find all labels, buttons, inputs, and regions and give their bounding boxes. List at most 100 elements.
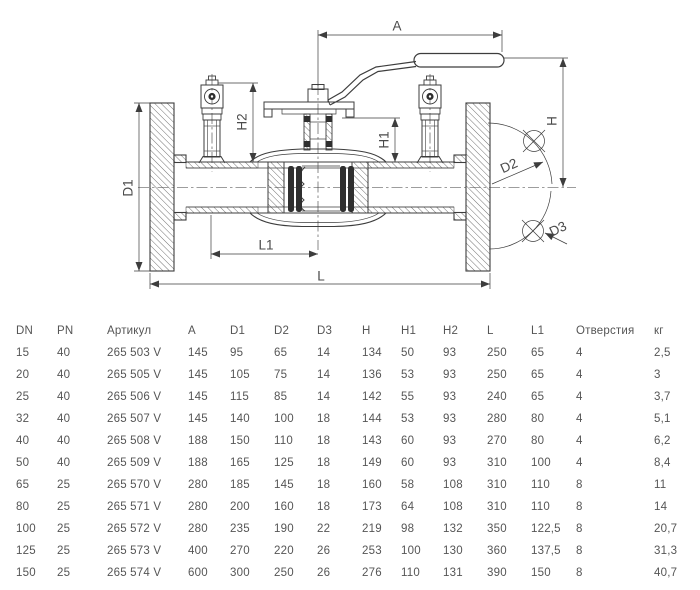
table-cell: 25 [57,567,71,579]
table-cell: 270 [230,545,250,557]
table-cell: 100 [16,523,36,535]
table-cell: 270 [487,435,507,447]
table-cell: 105 [230,369,250,381]
table-cell: 188 [188,457,208,469]
table-cell: 50 [16,457,30,469]
table-cell: 8 [576,567,583,579]
table-cell: 95 [230,347,244,359]
dim-label-a: A [392,18,402,34]
sensor-port-right [416,75,444,164]
valve-technical-drawing: A H H1 H2 D1 D2 D3 L1 L [120,18,576,289]
table-cell: 145 [188,347,208,359]
table-cell: 5,1 [654,413,671,425]
table-cell: 276 [362,567,382,579]
table-cell: 145 [188,369,208,381]
table-cell: 219 [362,523,382,535]
table-cell: 40 [57,347,71,359]
table-cell: 110 [401,567,420,579]
table-cell: 200 [230,501,250,513]
table-cell: 53 [401,369,415,381]
valve-body [249,148,387,228]
table-cell: 4 [576,435,583,447]
table-cell: 265 506 V [107,391,162,403]
column-header: A [188,325,196,337]
right-flange [453,102,491,272]
table-cell: 11 [654,479,667,491]
left-flange [149,102,187,272]
column-header: D3 [317,325,333,337]
table-cell: 93 [443,457,457,469]
table-cell: 240 [487,391,507,403]
table-cell: 108 [443,501,463,513]
table-cell: 14 [317,369,331,381]
table-cell: 265 572 V [107,523,162,535]
table-cell: 50 [401,347,415,359]
table-cell: 265 508 V [107,435,162,447]
table-cell: 165 [230,457,250,469]
table-cell: 145 [188,391,208,403]
table-cell: 80 [531,413,545,425]
table-cell: 65 [274,347,288,359]
table-cell: 25 [57,545,71,557]
table-cell: 300 [230,567,250,579]
table-cell: 2,5 [654,347,671,359]
table-cell: 64 [401,501,415,513]
sensor-port-left [198,75,226,164]
table-cell: 136 [362,369,382,381]
dimension-lines [134,30,568,289]
table-cell: 130 [443,545,463,557]
table-cell: 110 [274,435,293,447]
table-cell: 14 [654,501,668,513]
table-cell: 8 [576,545,583,557]
column-header: H1 [401,325,417,337]
table-cell: 60 [401,457,415,469]
table-cell: 253 [362,545,382,557]
table-cell: 8 [576,479,583,491]
table-cell: 18 [317,435,331,447]
table-cell: 40 [57,369,71,381]
table-cell: 14 [317,391,331,403]
table-cell: 26 [317,545,331,557]
table-cell: 18 [317,457,331,469]
table-cell: 25 [57,479,71,491]
table-cell: 14 [317,347,331,359]
table-cell: 142 [362,391,382,403]
table-cell: 65 [16,479,30,491]
table-cell: 265 573 V [107,545,162,557]
table-cell: 600 [188,567,208,579]
table-cell: 265 505 V [107,369,162,381]
table-cell: 125 [274,457,294,469]
table-cell: 143 [362,435,382,447]
table-cell: 110 [531,479,550,491]
table-cell: 360 [487,545,507,557]
table-cell: 25 [57,501,71,513]
table-cell: 100 [401,545,421,557]
table-cell: 150 [531,567,551,579]
table-cell: 53 [401,413,415,425]
table-cell: 190 [274,523,294,535]
table-cell: 250 [274,567,294,579]
table-cell: 4 [576,391,583,403]
table-cell: 8,4 [654,457,671,469]
table-cell: 265 571 V [107,501,162,513]
dim-label-l1: L1 [258,237,274,253]
table-cell: 144 [362,413,382,425]
table-cell: 8 [576,501,583,513]
table-cell: 32 [16,413,30,425]
table-cell: 110 [531,501,550,513]
table-cell: 25 [57,523,71,535]
table-cell: 185 [230,479,250,491]
table-cell: 65 [531,347,545,359]
table-cell: 75 [274,369,288,381]
bolt-hole-symbols [487,122,553,250]
table-cell: 310 [487,457,507,469]
table-cell: 145 [188,413,208,425]
